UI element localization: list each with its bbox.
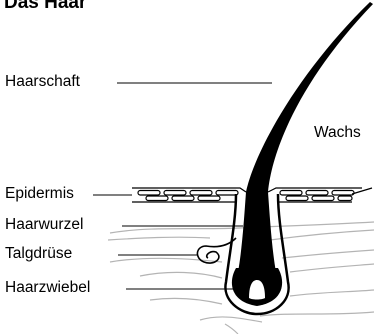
label-sebaceous-gland: Talgdrüse bbox=[5, 245, 72, 263]
label-hair-root: Haarwurzel bbox=[5, 216, 83, 234]
label-epidermis: Epidermis bbox=[5, 185, 74, 203]
hair-root bbox=[238, 192, 276, 272]
label-hair-shaft: Haarschaft bbox=[5, 73, 80, 91]
label-growth: Wachs bbox=[314, 124, 361, 142]
hair-shaft bbox=[246, 2, 373, 192]
diagram-title: Das Haar bbox=[4, 0, 86, 14]
label-hair-bulb: Haarzwiebel bbox=[5, 279, 90, 297]
